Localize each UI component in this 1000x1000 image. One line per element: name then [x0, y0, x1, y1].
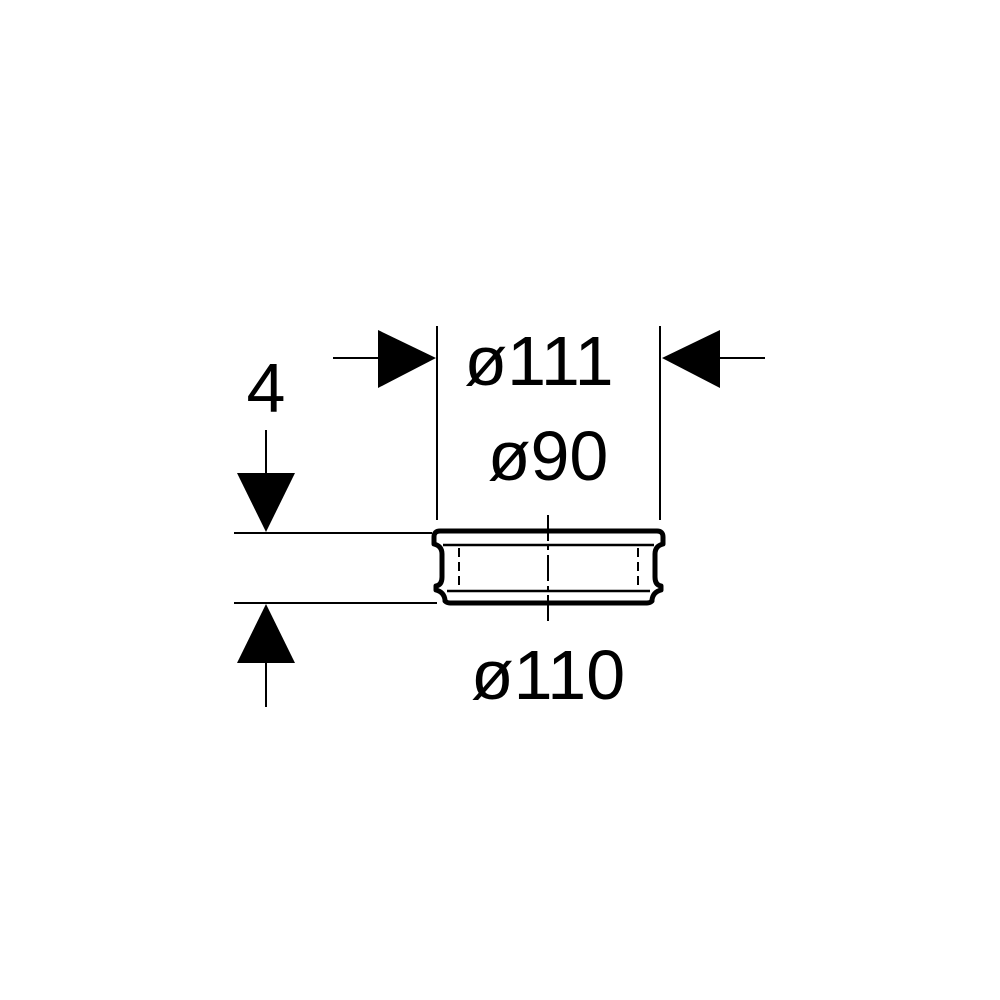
ring-part — [431, 515, 666, 622]
arrow-head-right-pointing — [378, 330, 436, 388]
label-outer-diameter-top: ø111 — [464, 322, 613, 400]
ring-outline — [431, 528, 666, 606]
label-outer-diameter-bottom: ø110 — [471, 636, 625, 714]
label-inner-diameter: ø90 — [488, 417, 609, 495]
dimension-height: 4 — [234, 349, 437, 707]
label-height: 4 — [247, 349, 286, 427]
arrow-head-down-pointing — [237, 473, 295, 532]
dimension-outer-diameter-top: ø111 — [333, 322, 765, 520]
arrow-head-left-pointing — [662, 330, 720, 388]
arrow-head-up-pointing — [237, 604, 295, 663]
